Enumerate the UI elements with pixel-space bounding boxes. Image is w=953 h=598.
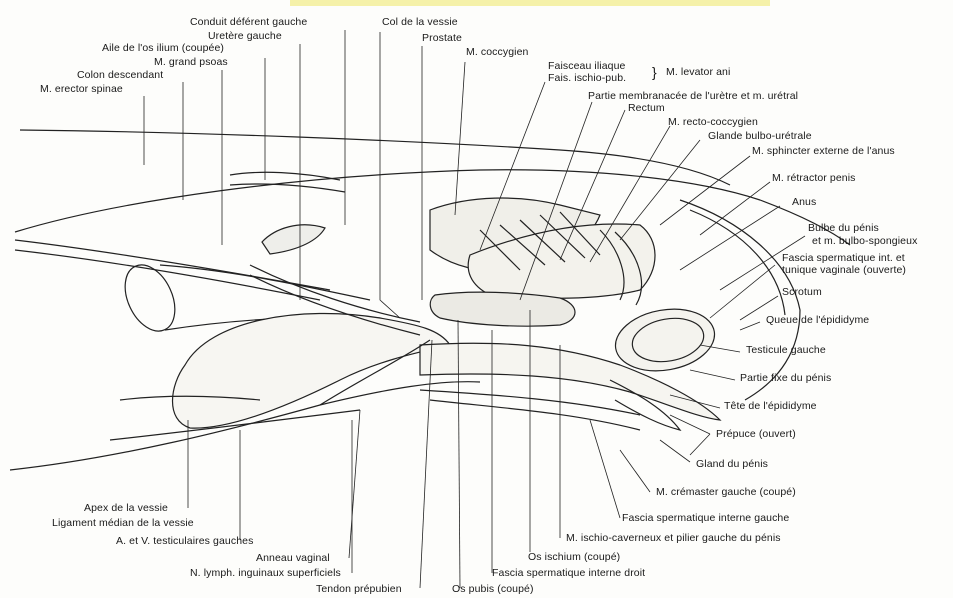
label-levator: M. levator ani	[666, 66, 730, 78]
label-faisceau-iliaque: Faisceau iliaque	[548, 60, 625, 72]
bladder	[173, 313, 451, 428]
label-scrotum: Scrotum	[782, 286, 822, 298]
label-retractor: M. rétractor penis	[772, 172, 856, 184]
label-cremaster: M. crémaster gauche (coupé)	[656, 486, 796, 498]
label-rectum: Rectum	[628, 102, 665, 114]
urethra-prostate	[430, 292, 575, 326]
label-fascia-int-2: tunique vaginale (ouverte)	[782, 264, 906, 276]
psoas	[262, 225, 325, 254]
label-fascia-gauche: Fascia spermatique interne gauche	[622, 512, 789, 524]
label-recto-coccygien: M. recto-coccygien	[668, 116, 758, 128]
label-grand-psoas: M. grand psoas	[154, 56, 228, 68]
label-lymph: N. lymph. inguinaux superficiels	[190, 567, 341, 579]
label-prostate: Prostate	[422, 32, 462, 44]
label-tete-epididyme: Tête de l'épididyme	[724, 400, 817, 412]
label-fais-ischio: Fais. ischio-pub.	[548, 72, 626, 84]
label-conduit-deferent: Conduit déférent gauche	[190, 16, 307, 28]
label-fascia-droit: Fascia spermatique interne droit	[492, 567, 645, 579]
label-glande-bulbo: Glande bulbo-urétrale	[708, 130, 812, 142]
label-bulbe-2: et m. bulbo-spongieux	[812, 235, 917, 247]
label-coccygien: M. coccygien	[466, 46, 528, 58]
label-bulbe-1: Bulbe du pénis	[808, 222, 879, 234]
label-apex: Apex de la vessie	[84, 502, 168, 514]
label-erector: M. erector spinae	[40, 83, 123, 95]
brace-icon: }	[652, 66, 657, 78]
label-uretere: Uretère gauche	[208, 30, 282, 42]
label-anneau: Anneau vaginal	[256, 552, 330, 564]
label-tendon: Tendon prépubien	[316, 583, 402, 595]
label-queue-epididyme: Queue de l'épididyme	[766, 314, 869, 326]
label-os-pubis: Os pubis (coupé)	[452, 583, 534, 595]
label-ligament: Ligament médian de la vessie	[52, 517, 194, 529]
label-aile-ilium: Aile de l'os ilium (coupée)	[102, 42, 224, 54]
label-anus: Anus	[792, 196, 816, 208]
label-testicule: Testicule gauche	[746, 344, 826, 356]
label-col-vessie: Col de la vessie	[382, 16, 458, 28]
label-prepuce: Prépuce (ouvert)	[716, 428, 796, 440]
label-vaisseaux: A. et V. testiculaires gauches	[116, 535, 253, 547]
label-sphincter: M. sphincter externe de l'anus	[752, 145, 895, 157]
label-fascia-int-1: Fascia spermatique int. et	[782, 252, 905, 264]
label-partie-fixe: Partie fixe du pénis	[740, 372, 831, 384]
label-os-ischium: Os ischium (coupé)	[528, 551, 620, 563]
label-partie-membranacee: Partie membranacée de l'urètre et m. uré…	[588, 90, 798, 102]
label-ischio-caverneux: M. ischio-caverneux et pilier gauche du …	[566, 532, 781, 544]
label-gland: Gland du pénis	[696, 458, 768, 470]
label-colon: Colon descendant	[77, 69, 163, 81]
back-contour	[20, 130, 730, 185]
